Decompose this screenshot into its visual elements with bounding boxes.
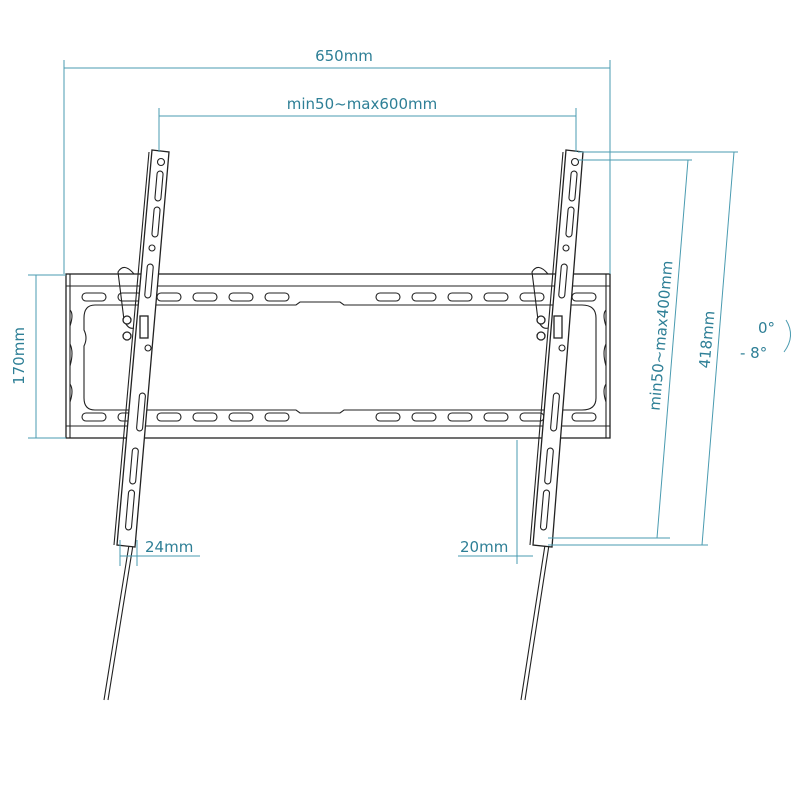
dimension-lines [28, 60, 791, 566]
vesa-horizontal-label: min50~max600mm [287, 95, 437, 113]
right-offset-label: 20mm [460, 538, 508, 556]
tilt-max-label: - 8° [740, 344, 767, 362]
right-arm [520, 149, 584, 701]
left-arm [103, 149, 170, 701]
vesa-vertical-label: min50~max400mm [645, 260, 676, 411]
top-slots [81, 292, 597, 302]
plate-height-label: 170mm [10, 327, 28, 385]
left-offset-label: 24mm [145, 538, 193, 556]
overall-width-label: 650mm [315, 47, 373, 65]
arm-length-label: 418mm [696, 310, 719, 369]
tilt-min-label: 0° [758, 319, 775, 337]
